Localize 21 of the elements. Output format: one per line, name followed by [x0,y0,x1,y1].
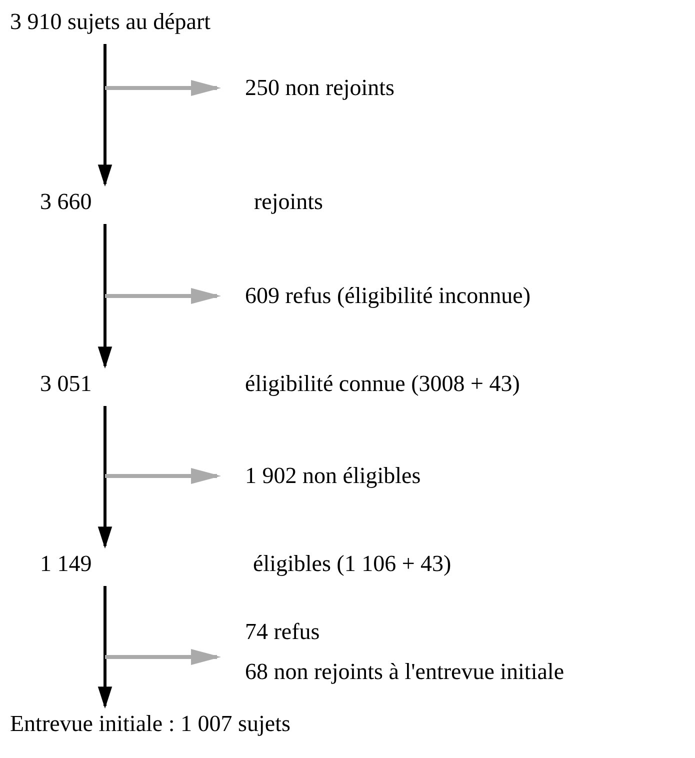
step-label: 250 non rejoints [245,74,394,102]
step-label: 74 refus [245,618,321,646]
arrow [98,224,112,369]
count-label: 1 149 [40,550,93,578]
step-label: éligibilité connue (3008 + 43) [245,370,520,398]
count-label: 3 660 [40,188,93,216]
arrow [105,288,221,304]
arrow [105,468,221,484]
step-label: éligibles (1 106 + 43) [253,550,452,578]
step-label: 609 refus (éligibilité inconnue) [245,282,531,310]
step-label: 68 non rejoints à l'entrevue initiale [245,658,564,686]
step-label: 1 902 non éligibles [245,462,421,490]
arrow [98,586,112,709]
arrow [105,649,221,665]
step-label: 3 910 sujets au départ [10,8,211,36]
step-label: rejoints [254,188,323,216]
arrow [98,44,112,187]
arrow [98,406,112,549]
count-label: 3 051 [40,370,93,398]
arrow [105,80,221,96]
step-label: Entrevue initiale : 1 007 sujets [10,710,290,738]
